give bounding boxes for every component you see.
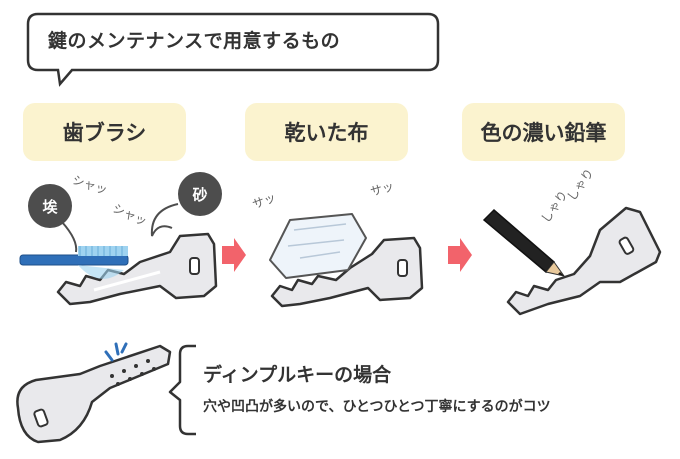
label-dry-cloth: 乾いた布 — [245, 103, 408, 161]
dimple-bubble — [168, 344, 196, 436]
key-3 — [506, 206, 662, 316]
key-1 — [56, 232, 218, 306]
title-bubble — [26, 12, 440, 87]
sand-badge: 砂 — [178, 172, 222, 216]
label-dark-pencil: 色の濃い鉛筆 — [462, 103, 625, 161]
cloth-icon — [269, 213, 367, 279]
dimple-key-icon — [16, 342, 172, 444]
toothbrush-icon — [19, 246, 129, 279]
dimple-title: ディンプルキーの場合 — [203, 364, 392, 386]
arrow-1 — [222, 238, 246, 272]
dimple-description: 穴や凹凸が多いので、ひとつひとつ丁寧にするのがコツ — [203, 399, 551, 415]
label-toothbrush: 歯ブラシ — [23, 103, 186, 161]
dust-badge: 埃 — [28, 184, 72, 228]
pencil-icon — [482, 208, 566, 277]
arrow-2 — [448, 238, 472, 272]
key-2 — [270, 236, 424, 308]
page-title: 鍵のメンテナンスで用意するもの — [48, 30, 341, 52]
